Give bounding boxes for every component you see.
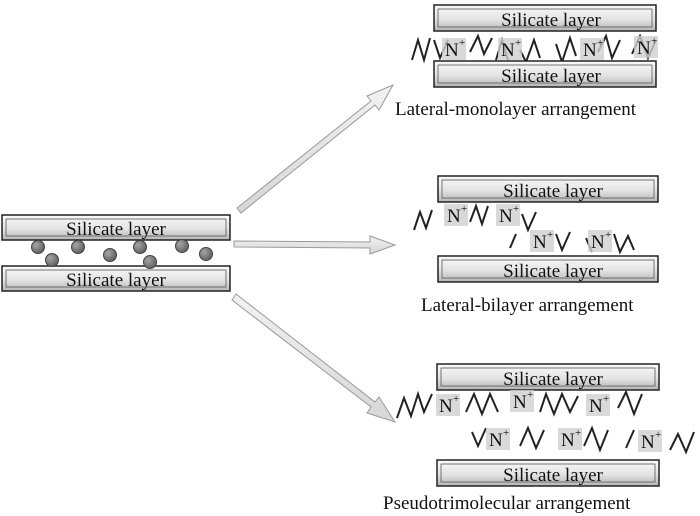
svg-text:N: N <box>447 206 461 227</box>
svg-text:+: + <box>461 203 467 215</box>
arrow-to-monolayer <box>236 83 395 214</box>
alkyl-chains <box>413 203 635 255</box>
svg-text:+: + <box>597 37 603 49</box>
ammonium-head: N + <box>498 37 522 61</box>
cation-sphere <box>133 240 147 254</box>
caption-lateral-bilayer: Lateral-bilayer arrangement <box>421 295 634 316</box>
svg-text:N: N <box>501 40 515 61</box>
svg-text:N: N <box>439 396 453 417</box>
svg-text:+: + <box>603 393 609 405</box>
ammonium-head: N + <box>444 203 468 227</box>
svg-text:+: + <box>513 203 519 215</box>
svg-text:+: + <box>453 393 459 405</box>
ammonium-head: N + <box>634 35 658 59</box>
svg-text:+: + <box>459 37 465 49</box>
svg-text:N: N <box>499 206 513 227</box>
svg-text:N: N <box>583 40 597 61</box>
ammonium-head: N + <box>638 429 662 453</box>
silicate-layer-label: Silicate layer <box>503 181 603 202</box>
svg-text:+: + <box>651 35 657 47</box>
svg-text:N: N <box>637 38 651 59</box>
arrow-to-bilayer <box>233 235 397 255</box>
ammonium-head: N + <box>586 393 610 417</box>
svg-text:+: + <box>547 229 553 241</box>
svg-text:+: + <box>515 37 521 49</box>
ammonium-heads: N + N + N + N + <box>442 35 658 61</box>
ammonium-head: N + <box>496 203 520 227</box>
silicate-layer-label: Silicate layer <box>503 465 603 486</box>
silicate-layer-label: Silicate layer <box>66 219 166 240</box>
caption-pseudotrimolecular: Pseudotrimolecular arrangement <box>383 493 631 514</box>
cation-sphere <box>199 247 213 261</box>
cation-sphere <box>175 239 189 253</box>
caption-lateral-monolayer: Lateral-monolayer arrangement <box>395 99 637 120</box>
ammonium-heads: N + N + N + N + N + <box>436 389 662 453</box>
svg-text:N: N <box>513 392 527 413</box>
ammonium-head: N + <box>580 37 604 61</box>
svg-text:+: + <box>605 229 611 241</box>
svg-text:N: N <box>591 232 605 253</box>
ammonium-head: N + <box>588 229 612 253</box>
svg-text:+: + <box>575 427 581 439</box>
silicate-layer-label: Silicate layer <box>501 66 601 87</box>
cation-sphere <box>45 253 59 267</box>
silicate-layer-label: Silicate layer <box>66 270 166 291</box>
svg-text:N: N <box>589 396 603 417</box>
cation-sphere <box>143 255 157 269</box>
alkyl-chains <box>396 389 695 455</box>
svg-text:N: N <box>641 432 655 453</box>
panel-lateral-bilayer: Silicate layer N + N + N <box>413 175 659 316</box>
ammonium-head: N + <box>530 229 554 253</box>
ammonium-head: N + <box>442 37 466 61</box>
left-panel: Silicate layer Silicate layer <box>1 214 231 292</box>
svg-text:N: N <box>561 430 575 451</box>
cation-sphere <box>31 240 45 254</box>
cation-sphere <box>103 248 117 262</box>
ammonium-heads: N + N + N + N + <box>444 203 612 253</box>
cation-sphere <box>71 240 85 254</box>
ammonium-head: N + <box>486 427 510 451</box>
arrow-to-pseudotrimolecular <box>231 293 397 423</box>
ammonium-head: N + <box>558 427 582 451</box>
silicate-layer-label: Silicate layer <box>503 261 603 282</box>
interlayer-cations <box>31 239 213 269</box>
svg-text:+: + <box>655 429 661 441</box>
silicate-layer-label: Silicate layer <box>503 369 603 390</box>
panel-pseudotrimolecular: Silicate layer N + N + <box>383 363 695 514</box>
svg-text:N: N <box>533 232 547 253</box>
transition-arrows <box>231 83 397 423</box>
panel-lateral-monolayer: Silicate layer N + N + N <box>395 4 658 120</box>
svg-text:+: + <box>503 427 509 439</box>
silicate-layer-label: Silicate layer <box>501 10 601 31</box>
svg-text:N: N <box>489 430 503 451</box>
ammonium-head: N + <box>436 393 460 417</box>
ammonium-head: N + <box>510 389 534 413</box>
svg-text:N: N <box>445 40 459 61</box>
svg-text:+: + <box>527 389 533 401</box>
